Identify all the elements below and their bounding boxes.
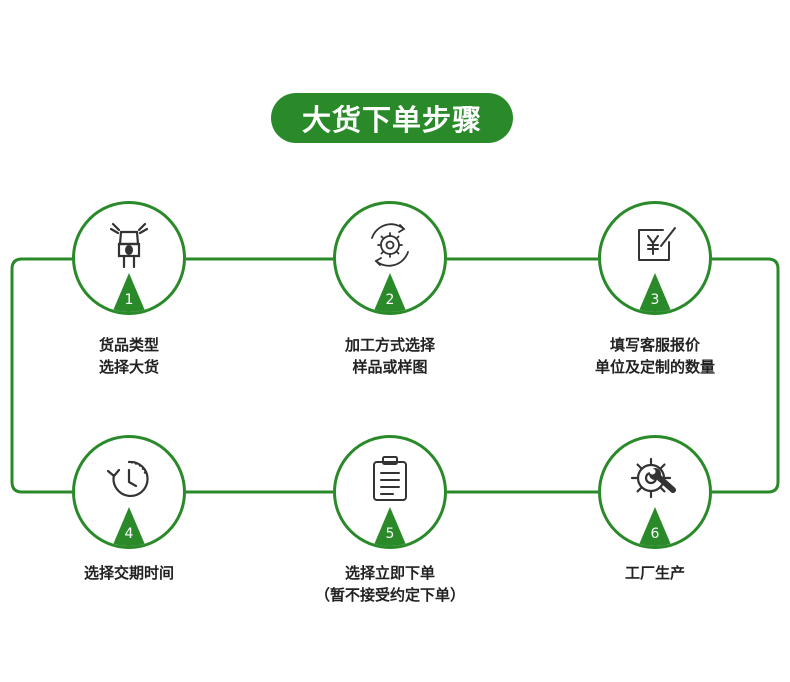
step-2-number: 2 — [385, 292, 395, 308]
step-1-label-line-1: 货品类型 — [98, 336, 159, 354]
step-2-label: 加工方式选择 样品或样图 — [290, 334, 490, 378]
step-4-label-line-1: 选择交期时间 — [83, 564, 174, 582]
clipboard-icon — [373, 456, 407, 501]
step-2-marker — [373, 273, 407, 312]
step-4-marker — [112, 507, 146, 546]
step-2-circle: 2 — [333, 201, 447, 315]
step-6-label-line-1: 工厂生产 — [624, 564, 685, 582]
connector-4-1 — [10, 257, 72, 494]
step-4-label: 选择交期时间 — [29, 562, 229, 584]
step-5-label-line-2: （暂不接受约定下单） — [314, 586, 465, 604]
step-2-label-line-2: 样品或样图 — [352, 358, 428, 376]
zipper-icon — [109, 222, 149, 269]
page-title: 大货下单步骤 — [271, 93, 513, 143]
step-5-label: 选择立即下单 （暂不接受约定下单） — [290, 562, 490, 606]
step-1-label-line-2: 选择大货 — [98, 358, 159, 376]
step-4-number: 4 — [124, 526, 134, 542]
step-6-label: 工厂生产 — [555, 562, 755, 584]
step-5-label-line-1: 选择立即下单 — [344, 564, 435, 582]
step-6-number: 6 — [650, 526, 660, 542]
wrench-gear-icon — [630, 457, 676, 499]
step-3-label: 填写客服报价 单位及定制的数量 — [555, 334, 755, 378]
step-2-label-line-1: 加工方式选择 — [344, 336, 435, 354]
step-1-circle: 1 — [72, 201, 186, 315]
step-5-number: 5 — [385, 526, 395, 542]
connector-3-6 — [712, 257, 780, 494]
price-quote-icon — [638, 227, 676, 261]
step-1-marker — [112, 273, 146, 312]
step-3-label-line-2: 单位及定制的数量 — [594, 358, 715, 376]
step-3-number: 3 — [650, 292, 660, 308]
step-5-circle: 5 — [333, 435, 447, 549]
step-4-circle: 4 — [72, 435, 186, 549]
step-3-marker — [638, 273, 672, 312]
step-6-circle: 6 — [598, 435, 712, 549]
step-5-marker — [373, 507, 407, 546]
gear-refresh-icon — [371, 223, 409, 267]
step-6-marker — [638, 507, 672, 546]
clock-icon — [106, 460, 149, 498]
step-1-number: 1 — [124, 292, 134, 308]
step-1-label: 货品类型 选择大货 — [29, 334, 229, 378]
step-3-circle: 3 — [598, 201, 712, 315]
step-3-label-line-1: 填写客服报价 — [609, 336, 700, 354]
